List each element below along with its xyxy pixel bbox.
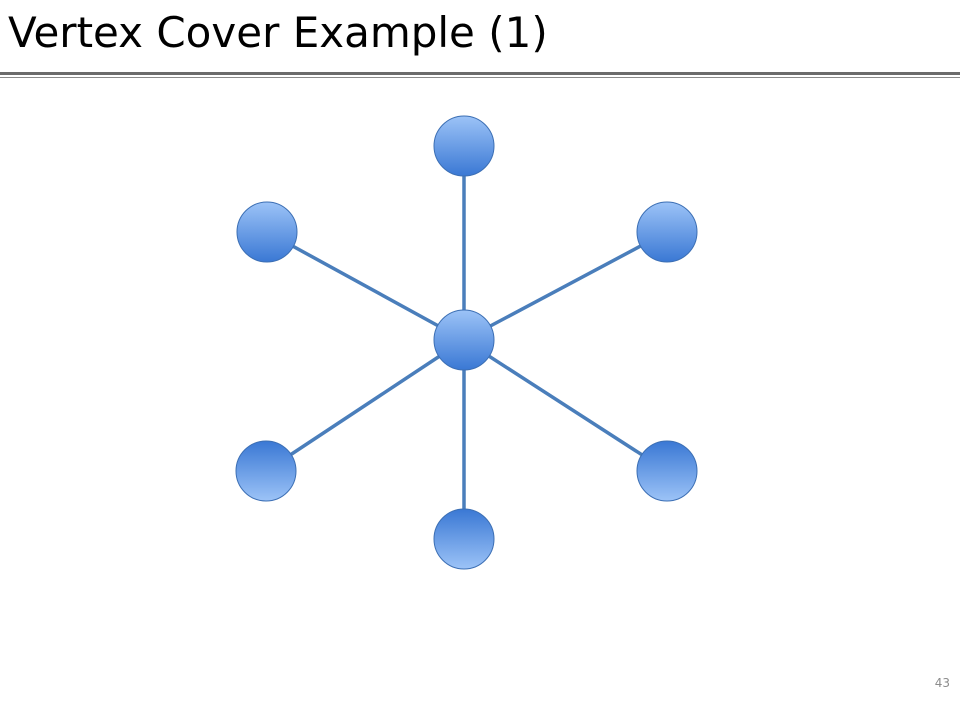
edge-center-upper-right bbox=[462, 230, 669, 342]
vertex-center bbox=[433, 309, 495, 371]
vertex-top bbox=[433, 115, 495, 177]
vertices bbox=[235, 115, 698, 570]
slide-title: Vertex Cover Example (1) bbox=[8, 8, 548, 57]
edge-center-upper-left bbox=[265, 230, 466, 342]
vertex-upper-right bbox=[636, 201, 698, 263]
vertex-lower-left bbox=[235, 440, 297, 502]
title-divider bbox=[0, 72, 960, 79]
vertex-upper-left bbox=[236, 201, 298, 263]
edge-center-lower-right bbox=[462, 338, 669, 473]
slide-number: 43 bbox=[934, 676, 950, 690]
vertex-lower-right bbox=[636, 440, 698, 502]
edge-center-lower-left bbox=[264, 338, 466, 473]
vertex-bottom bbox=[433, 508, 495, 570]
edges bbox=[264, 144, 669, 541]
